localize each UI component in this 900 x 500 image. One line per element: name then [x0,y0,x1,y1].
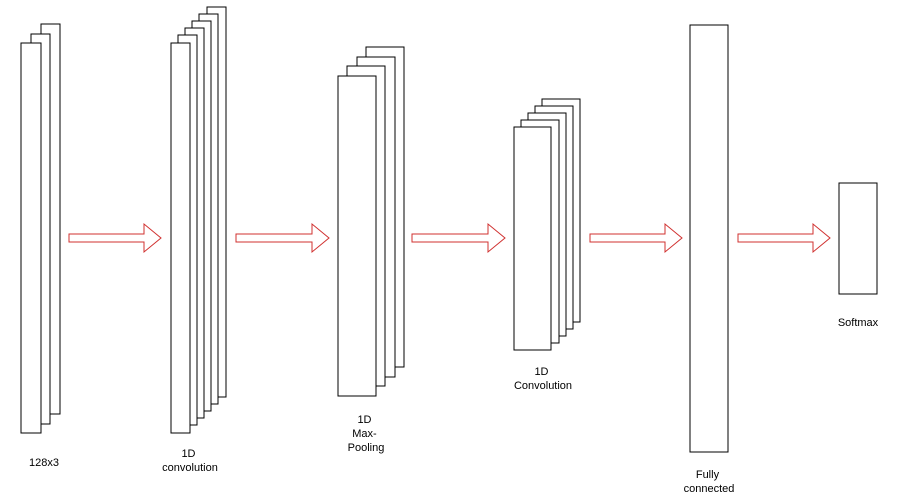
layer-pool-label-line: Pooling [348,442,385,454]
layer-conv2-label: 1D Convolution [514,366,572,392]
arrow-input-to-conv1 [68,222,162,254]
layer-input-label: 128x3 [29,457,59,469]
arrow-fc-to-softmax [737,222,831,254]
flow-arrows [68,222,831,254]
layer-input-sheet [20,42,42,434]
layer-pool-label: 1D Max- Pooling [348,414,385,454]
arrow-pool-to-conv2 [411,222,506,254]
layer-softmax: Softmax [838,182,879,329]
layer-fc-box [689,24,729,453]
layer-fc: Fully connected [684,24,735,495]
layer-pool-label-line: 1D [357,414,371,426]
layer-softmax-label: Softmax [838,317,879,329]
layer-softmax-label-line: Softmax [838,317,879,329]
layer-conv1-label: 1D convolution [162,448,218,474]
layer-fc-label: Fully connected [684,469,735,495]
layer-input-label-line: 128x3 [29,457,59,469]
layer-fc-label-line: Fully [696,469,720,481]
layer-conv1-label-line: 1D [181,448,195,460]
layer-conv2-label-line: 1D [534,366,548,378]
layer-pool-label-line: Max- [352,428,377,440]
layer-conv2-sheet [513,126,552,351]
layer-conv1: 1D convolution [162,6,227,474]
layer-conv1-sheet [170,42,191,434]
layer-input: 128x3 [20,23,61,469]
layer-conv2-label-line: Convolution [514,380,572,392]
layer-fc-label-line: connected [684,483,735,495]
layer-pool-sheet [337,75,377,397]
arrow-conv1-to-pool [235,222,330,254]
layer-softmax-box [838,182,878,295]
layer-conv1-label-line: convolution [162,462,218,474]
arrow-conv2-to-fc [589,222,683,254]
layer-conv2: 1D Convolution [513,98,581,392]
layer-pool: 1D Max- Pooling [337,46,405,454]
